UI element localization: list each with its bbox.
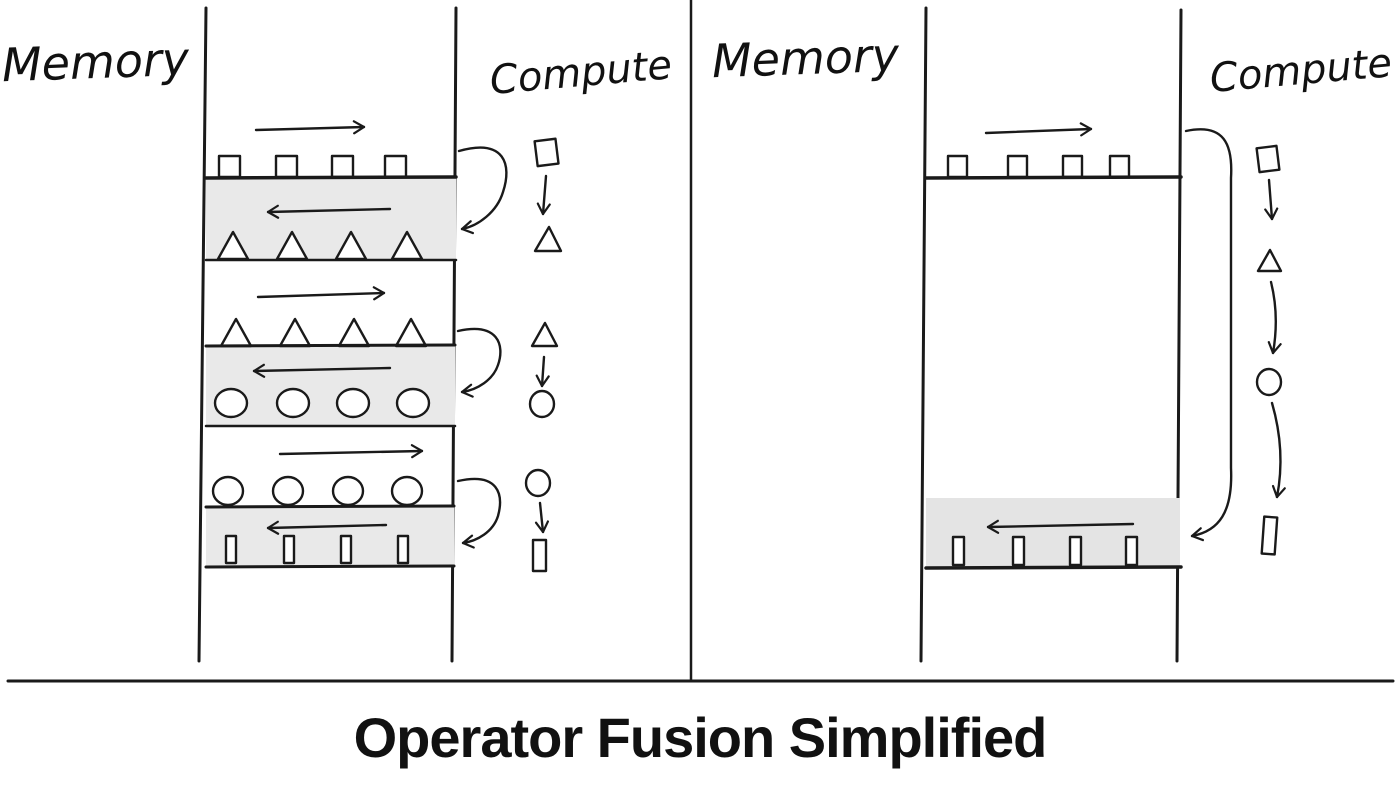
left-compute-label: Compute (488, 42, 674, 104)
triangle-icon (337, 317, 371, 348)
rectangle-icon (1124, 535, 1139, 567)
triangle-icon (530, 321, 559, 348)
op3-shelf-line (204, 504, 456, 509)
rectangle-icon (224, 534, 238, 565)
rectangle-icon (1011, 535, 1026, 567)
rectangle-icon (951, 535, 966, 567)
rectangle-icon (396, 534, 410, 565)
circle-icon (331, 475, 365, 507)
fused-roundtrip-bracket-arrow (1184, 128, 1233, 542)
triangle-icon (278, 317, 312, 348)
left-memory-wall-left (197, 6, 208, 663)
triangle-icon (1256, 248, 1283, 273)
circle-icon (524, 468, 552, 498)
circle-icon (271, 475, 305, 507)
left-memory-label: Memory (1, 32, 191, 93)
fused-band-bottom-line (924, 565, 1183, 570)
square-icon (383, 154, 408, 179)
left-panel-unfused: Memory Compute (1, 6, 674, 663)
fused-compute-chain (1255, 144, 1286, 556)
square-icon (1006, 154, 1029, 179)
op2-compute-glyphs (528, 321, 559, 419)
op3-read-arrow (278, 444, 424, 459)
square-icon (330, 154, 355, 179)
op1 (204, 120, 563, 262)
op1-write-arrow (266, 204, 392, 219)
rectangle-icon (1068, 535, 1083, 567)
fused-input-squares-row (946, 154, 1131, 179)
op3-output-bars-row (224, 534, 410, 565)
right-panel-fused: Memory Compute (711, 6, 1394, 663)
square-icon (533, 137, 560, 168)
op2-read-arrow (256, 286, 386, 301)
fused-output-bars-row (951, 535, 1139, 567)
right-memory-label: Memory (711, 28, 901, 89)
square-icon (946, 154, 969, 179)
triangle-icon (219, 317, 253, 348)
op3-compute-arrow (534, 501, 550, 534)
fused-shelf-line (924, 175, 1183, 180)
square-icon (1061, 154, 1084, 179)
circle-icon (211, 475, 245, 507)
op2-roundtrip-arrow (456, 327, 502, 398)
square-icon (217, 154, 242, 179)
chain-arrow-1 (1264, 178, 1279, 221)
op2-write-arrow (252, 363, 392, 378)
op3-write-band (206, 507, 454, 567)
op2 (204, 286, 559, 428)
circle-icon (1255, 367, 1283, 397)
fused-write-arrow (986, 519, 1135, 534)
op2-input-triangles-row (219, 317, 428, 348)
op1-shelf-line (204, 175, 458, 180)
circle-icon (390, 475, 424, 507)
circle-icon (275, 387, 311, 419)
op1-input-squares-row (217, 154, 408, 179)
rectangle-icon (339, 534, 353, 565)
circle-icon (528, 389, 556, 419)
right-compute-label: Compute (1208, 40, 1394, 102)
op3-band-bottom-line (204, 564, 456, 569)
circle-icon (335, 387, 371, 419)
op2-output-circles-row (213, 387, 431, 419)
right-memory-wall-left (919, 6, 928, 663)
circle-icon (395, 387, 431, 419)
square-icon (1108, 154, 1131, 179)
chain-arrow-3 (1270, 401, 1286, 499)
fused-read-arrow (984, 122, 1093, 137)
diagram-title: Operator Fusion Simplified (354, 706, 1047, 769)
op2-shelf-line (204, 343, 457, 348)
rectangle-icon (282, 534, 296, 565)
chain-arrow-2 (1267, 280, 1282, 355)
op1-roundtrip-arrow (457, 146, 508, 235)
op1-write-band (206, 178, 456, 260)
square-icon (1255, 144, 1281, 174)
op1-read-arrow (254, 120, 366, 135)
op1-compute-glyphs (533, 137, 563, 253)
rectangle-icon (1260, 515, 1279, 556)
op2-compute-arrow (535, 355, 550, 388)
op3 (204, 444, 552, 573)
op3-write-arrow (266, 520, 388, 535)
triangle-icon (533, 225, 563, 253)
triangle-icon (394, 317, 428, 348)
op3-compute-glyphs (524, 468, 552, 573)
op3-input-circles-row (211, 475, 424, 507)
op1-compute-arrow (536, 174, 551, 216)
square-icon (274, 154, 299, 179)
circle-icon (213, 387, 249, 419)
op3-roundtrip-arrow (456, 477, 502, 549)
rectangle-icon (531, 538, 548, 573)
